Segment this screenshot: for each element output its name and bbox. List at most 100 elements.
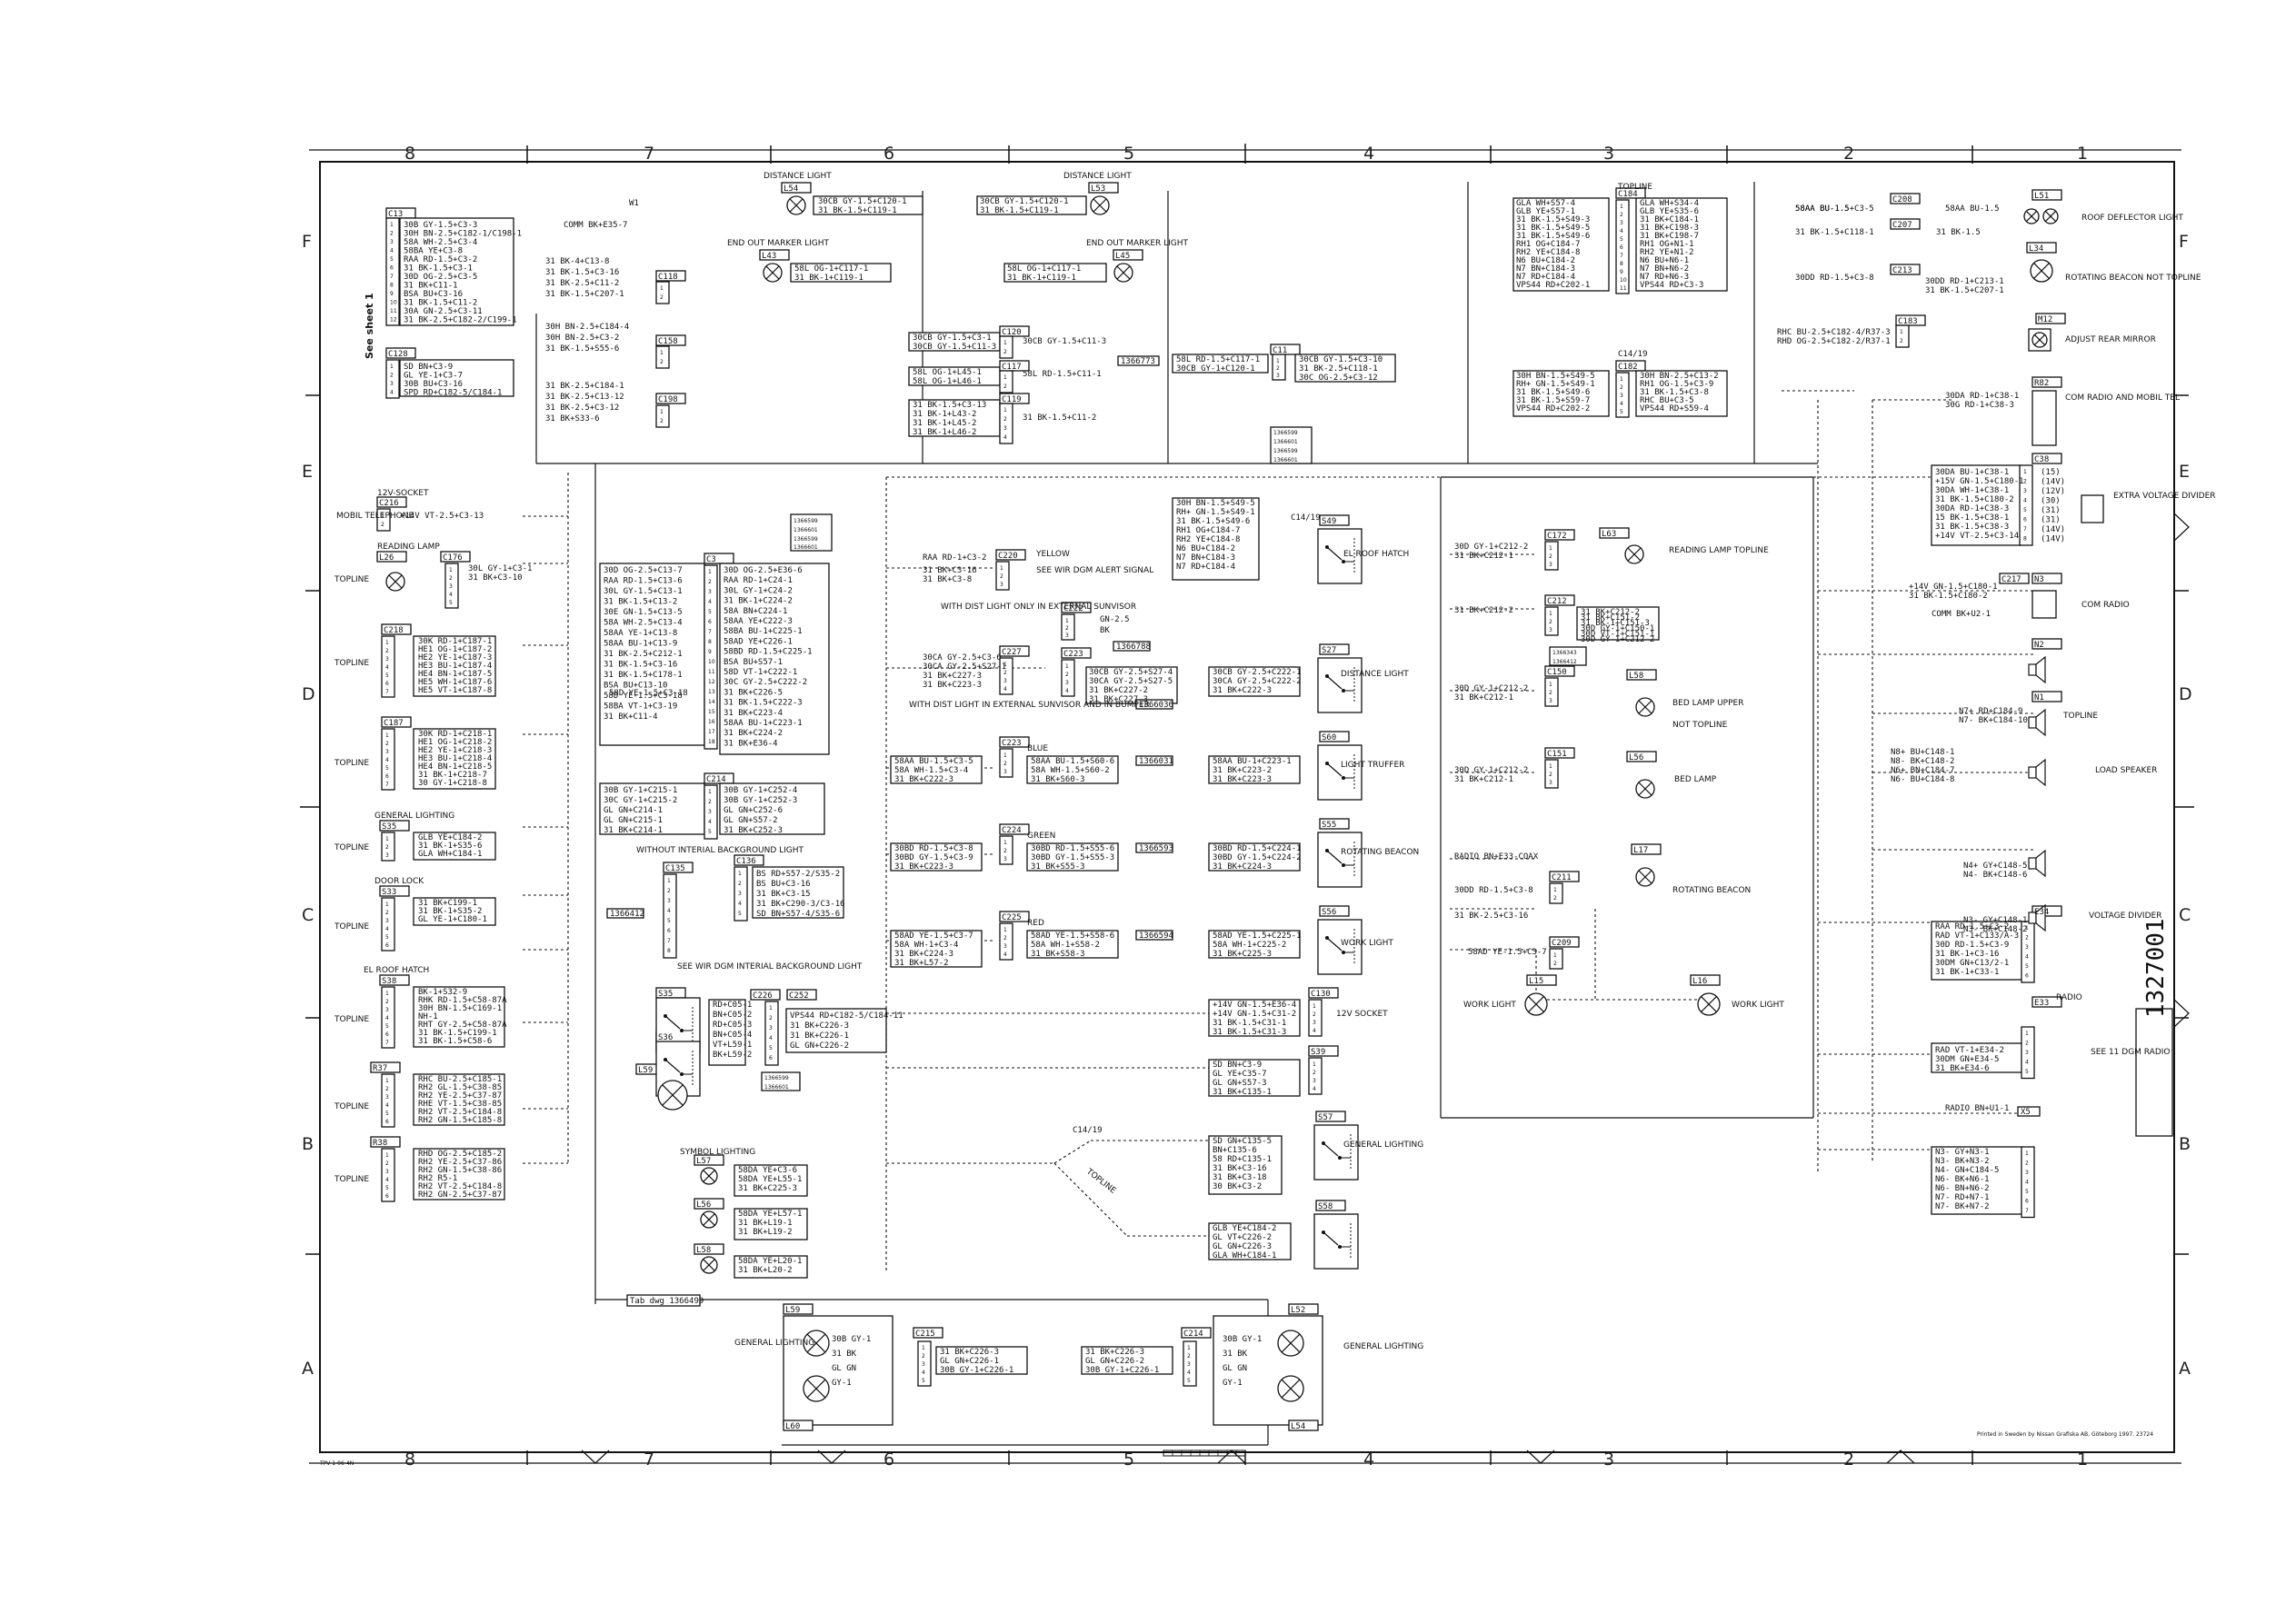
wire-label: 58AA BU-1+C223-1: [724, 719, 803, 728]
wire-label: GLA WH+S34-4: [1640, 199, 1699, 208]
wire-label: RAD VT-1+E34-2: [1935, 1046, 2004, 1055]
wire-box-c11r: [1294, 354, 1396, 383]
wire-label: SD GN+C135-5: [1213, 1137, 1272, 1146]
wire-label: 58BD RD-1.5+C225-1: [724, 648, 813, 657]
wire-label: 30C GY-2.5+C222-2: [724, 678, 807, 687]
connector-block: [999, 922, 1013, 961]
wire-label: RH2 GN-1.5+C38-86: [418, 1166, 502, 1175]
wire-label: 30B GY-1+C226-1: [1085, 1366, 1159, 1375]
wire-label: SPD RD+C182-5/C184-1: [404, 389, 502, 398]
pin-number: 6: [385, 773, 389, 780]
switch-s35b-tag: S35: [658, 990, 673, 999]
wire-label: 31 BK+C226-3: [1085, 1348, 1144, 1357]
speaker-n1-icon: [2028, 708, 2046, 737]
pin-number: 4: [1313, 1086, 1316, 1092]
wire-box-s27: [1208, 666, 1301, 697]
switch-s58-icon: [1313, 1213, 1359, 1270]
wire-label: 30BD GY-1.5+S55-3: [1031, 853, 1114, 862]
pin-number: 5: [1620, 409, 1623, 415]
wire-label: HE5 VT-1+C187-8: [418, 686, 492, 695]
wire-label: GL GN+C252-6: [724, 806, 783, 815]
wire-label: 31 BK+S33-6: [545, 414, 600, 423]
pin-number: 5: [385, 765, 389, 772]
radio-n3-tag: N3: [2034, 575, 2044, 584]
wire-label: 31 BK+C212-1: [1454, 552, 1513, 561]
wire-label: (31): [2041, 506, 2061, 515]
wire-box-c130: [1208, 999, 1301, 1037]
pin-number: 1: [381, 513, 384, 519]
relay-r37-tag: [370, 1061, 401, 1073]
wire-label: RHD OG-2.5+C182-2/R37-1: [1777, 337, 1891, 346]
lamp-l34-tag: L34: [2029, 244, 2043, 254]
pin-number: 1: [390, 364, 394, 370]
pin-number: 5: [385, 934, 389, 941]
connector-c215: C215: [915, 1330, 935, 1339]
pin-number: 4: [1065, 688, 1069, 694]
wire-label: N4- GN+C184-5: [1935, 1166, 1999, 1175]
pin-number: 6: [390, 265, 394, 272]
wire-box-eom-right: [1003, 263, 1107, 283]
lamp-l16-tag: L16: [1692, 977, 1707, 986]
grid-column-label: 4: [1363, 144, 1374, 164]
pin-number: 2: [385, 1161, 389, 1167]
wire-label: RAA RD-1.5+C3-2: [404, 255, 477, 264]
pin-number: 3: [1187, 1361, 1191, 1368]
connector-c13-pins: [385, 217, 400, 326]
wire-label: N7+ RD+C184-9: [1959, 707, 2022, 716]
wire-label: GL GN: [832, 1364, 856, 1373]
pin-number: 3: [449, 583, 453, 590]
wire-box-s38: [413, 986, 505, 1048]
pin-number: 4: [390, 248, 394, 254]
wire-label: 30D OG-2.5+E36-6: [724, 566, 803, 575]
pin-number: 8: [1620, 261, 1623, 267]
pin-number: 2: [667, 888, 671, 894]
ref-number: 1366343: [1552, 650, 1577, 656]
wire-label: RH2 GN-1.5+C185-8: [418, 1116, 502, 1125]
pin-number: 6: [2025, 973, 2029, 980]
pin-number: 4: [738, 901, 742, 907]
connector-block: [381, 986, 395, 1049]
pin-number: 3: [1003, 769, 1007, 775]
wire-label: 58AA BU-1+C13-9: [604, 640, 677, 649]
connector-block: [1549, 948, 1563, 970]
pin-number: 1: [769, 1005, 773, 1011]
wire-label: RHE VT-1.5+C38-85: [418, 1100, 502, 1109]
wire-label: 58D YE-1.5+C3-18: [609, 689, 688, 698]
wire-box-s55: [1208, 842, 1301, 872]
pin-number: 8: [2023, 536, 2027, 543]
connector-c208: C208: [1892, 195, 1912, 204]
label-topline-mid: TOPLINE: [1083, 1167, 1117, 1196]
pin-number: 1: [667, 878, 671, 884]
label-com-radio: COM RADIO: [2081, 601, 2130, 610]
wire-label: 31 BK+L20-2: [738, 1266, 793, 1275]
wire-label: N7- BK+C184-10: [1959, 716, 2028, 725]
ref-number: 1366601: [764, 1084, 789, 1091]
label-c14-19-hatch: C14/19: [1291, 513, 1321, 523]
wire-label: BSA BU+C13-10: [604, 682, 667, 691]
pin-number: 7: [708, 629, 712, 635]
pin-number: 3: [1620, 393, 1623, 399]
wire-label: SD BN+C3-9: [404, 363, 453, 372]
wire-label: N7 RD+C184-4: [1516, 273, 1575, 282]
ref-stack-2: [790, 513, 833, 552]
wire-label: 31 BK-1.5+C199-1: [418, 1029, 497, 1038]
pin-number: 3: [1000, 582, 1003, 588]
switch-s55-icon: [1317, 832, 1363, 888]
wire-label: 31 BK-1.5+C118-1: [1795, 228, 1874, 237]
lamp-l63-tag: [1599, 527, 1630, 539]
connector-c214: [1181, 1327, 1212, 1339]
pin-number: 1: [1003, 662, 1007, 668]
wire-box-c119: [908, 399, 1001, 437]
wire-label: 58AA BU-1.5+S60-6: [1031, 757, 1114, 766]
connector-c3: [704, 553, 734, 564]
wire-label: 30H BN-2.5+C182-1/C198-1: [404, 230, 522, 239]
ref-number: 1366031: [1139, 757, 1173, 766]
pin-number: 1: [1313, 1061, 1316, 1068]
wire-label: 31 BK+C184-1: [1640, 215, 1699, 224]
connector-c213: C213: [1892, 266, 1912, 275]
wire-label: RHK RD-1.5+C58-87A: [418, 996, 507, 1005]
pin-number: 2: [1003, 761, 1007, 767]
wire-label: 30DA RD-1+C38-1: [1945, 392, 2019, 401]
pin-number: 5: [2025, 1069, 2029, 1075]
wire-label: 30K RD-1+C187-1: [418, 637, 492, 646]
